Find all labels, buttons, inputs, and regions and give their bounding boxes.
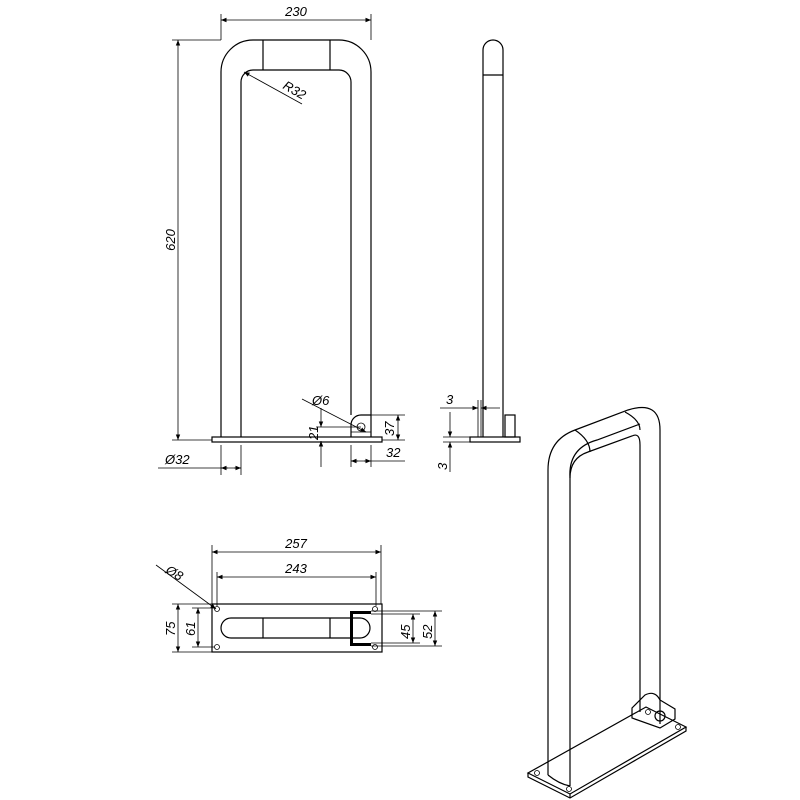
dim-wall-thickness: 3	[446, 392, 454, 407]
front-dimensions: 230 620 R32 Ø32 Ø6 21 37 32	[158, 4, 405, 475]
rail-inner	[240, 69, 352, 437]
base-plate	[211, 436, 383, 443]
dim-hole-diameter: Ø6	[311, 393, 330, 408]
dim-bracket-width: 32	[386, 445, 401, 460]
side-view	[469, 39, 521, 443]
dim-plate-thickness: 3	[435, 462, 450, 470]
dim-hole-spacing-length: 243	[284, 561, 307, 576]
dim-radius: R32	[281, 78, 310, 103]
dim-tube-diameter: Ø32	[164, 452, 190, 467]
top-dimensions: 257 243 Ø8 75 61 45 52	[155, 536, 442, 653]
dim-plate-width: 75	[163, 621, 178, 636]
dim-width: 230	[284, 4, 307, 19]
isometric-view	[526, 406, 688, 799]
dim-plate-length: 257	[284, 536, 307, 551]
dim-hole-spacing-width: 61	[183, 622, 198, 636]
rail-outer	[220, 39, 372, 437]
front-view	[211, 39, 383, 443]
dim-bracket-height: 37	[382, 421, 397, 436]
dim-height: 620	[163, 228, 178, 250]
side-dimensions: 3 3	[435, 392, 500, 472]
dim-bracket-outer: 52	[420, 624, 435, 639]
dim-bracket-inner: 45	[398, 624, 413, 639]
top-view	[211, 603, 383, 653]
dim-mount-hole-diameter: Ø8	[162, 562, 186, 585]
bracket	[350, 414, 371, 437]
dim-hole-height: 21	[306, 426, 321, 441]
